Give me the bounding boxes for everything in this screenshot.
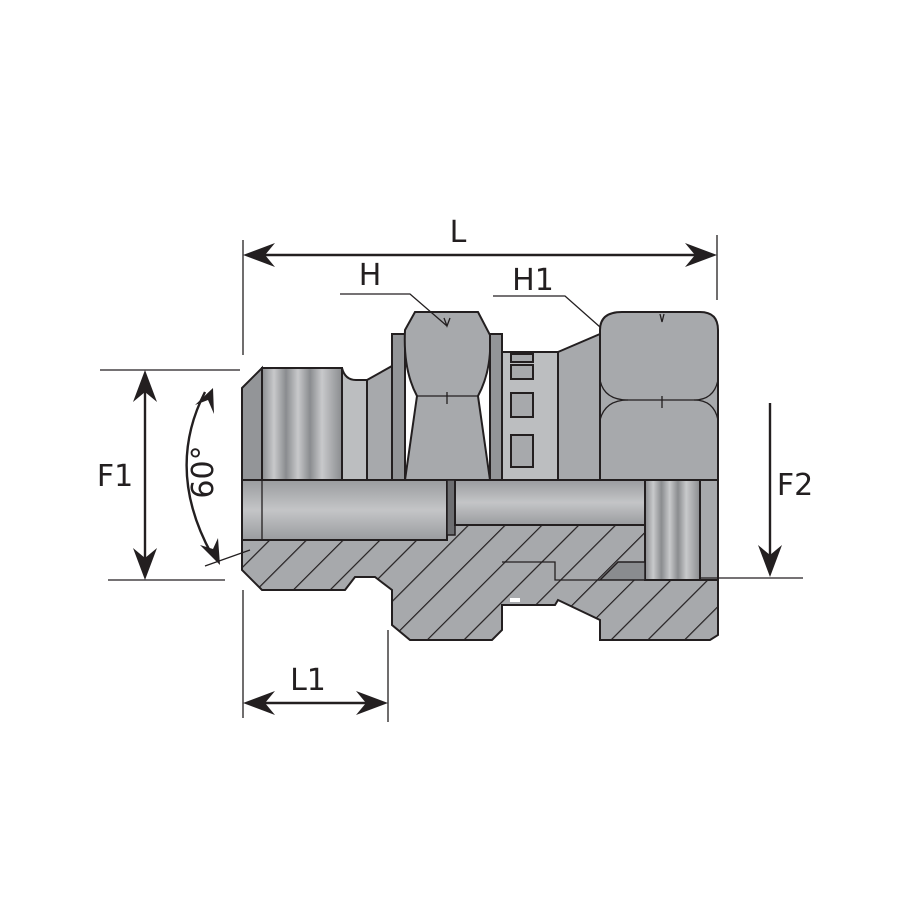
cone-left	[366, 364, 393, 481]
hex-flange-right	[489, 333, 503, 481]
fitting-section	[241, 479, 719, 641]
leader-H1	[493, 295, 601, 328]
hex-flange-left	[391, 333, 406, 481]
cone-right	[557, 332, 601, 481]
ring-slot	[510, 364, 534, 380]
swivel-bore	[454, 479, 646, 526]
dimension-lines	[100, 235, 803, 722]
female-chamfer	[699, 479, 719, 581]
label-angle: 60°	[186, 445, 221, 498]
hex-h1	[599, 311, 719, 481]
female-thread	[644, 479, 701, 581]
male-bore	[241, 479, 448, 541]
label-L1: L1	[290, 663, 326, 698]
label-H: H	[359, 258, 382, 293]
label-H1: H1	[512, 263, 554, 298]
ring-slot	[510, 353, 534, 363]
male-chamfer	[241, 365, 263, 481]
male-thread	[261, 367, 343, 481]
leader-H	[340, 293, 448, 327]
ring-slot	[510, 434, 534, 468]
label-F2: F2	[777, 468, 813, 503]
label-F1: F1	[97, 459, 133, 494]
label-L: L	[450, 215, 467, 250]
dim-angle	[185, 391, 214, 556]
ring-slot	[510, 392, 534, 418]
fitting-exterior	[241, 311, 719, 481]
neck	[341, 367, 368, 481]
